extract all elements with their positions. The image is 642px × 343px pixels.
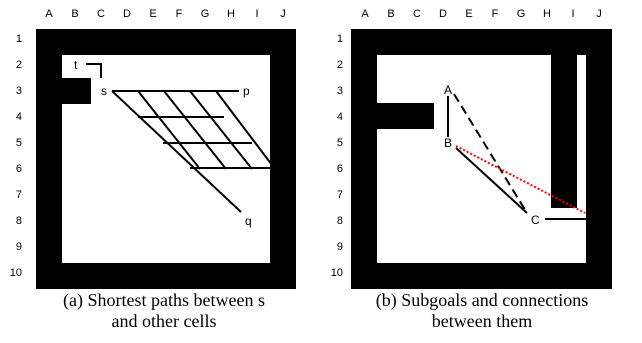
col-label-g: G bbox=[517, 8, 526, 20]
caption-b-line-2: between them bbox=[431, 311, 533, 331]
row-label-5: 5 bbox=[337, 137, 343, 149]
cell-label-t: t bbox=[74, 58, 78, 72]
subgoal-label-b: B bbox=[444, 136, 452, 150]
panel-a-obstacle bbox=[62, 78, 91, 104]
cell-label-p: p bbox=[243, 84, 250, 98]
col-label-d: D bbox=[439, 8, 447, 20]
col-label-e: E bbox=[149, 8, 156, 20]
edge-b-d-dotted bbox=[455, 145, 586, 214]
panel-b-obstacle-left bbox=[377, 103, 434, 129]
caption-a-line-2: and other cells bbox=[111, 311, 217, 331]
col-label-i: I bbox=[571, 8, 574, 20]
col-label-b: B bbox=[387, 8, 394, 20]
panel-b-obstacle-pillar bbox=[551, 55, 577, 208]
row-label-4: 4 bbox=[16, 111, 22, 123]
row-label-6: 6 bbox=[16, 163, 22, 175]
row-label-4: 4 bbox=[337, 111, 343, 123]
edge-b-c bbox=[455, 147, 528, 214]
row-label-9: 9 bbox=[337, 241, 343, 253]
row-label-2: 2 bbox=[337, 59, 343, 71]
row-label-9: 9 bbox=[16, 241, 22, 253]
caption-b: (b) Subgoals and connections between the… bbox=[324, 290, 640, 332]
panel-b: A B C D E F G H I J 1 2 3 4 5 6 7 8 9 10 bbox=[331, 8, 612, 289]
path-lattice-diagonal-2 bbox=[163, 90, 227, 170]
path-lattice-diagonal-3 bbox=[189, 90, 253, 170]
row-label-6: 6 bbox=[337, 163, 343, 175]
row-label-3: 3 bbox=[337, 85, 343, 97]
path-lattice-diagonal-1 bbox=[137, 90, 201, 170]
col-label-c: C bbox=[97, 8, 105, 20]
row-label-10: 10 bbox=[331, 267, 343, 279]
row-label-8: 8 bbox=[16, 215, 22, 227]
col-label-e: E bbox=[465, 8, 472, 20]
caption-a-line-1: (a) Shortest paths between s bbox=[63, 290, 265, 310]
row-label-8: 8 bbox=[337, 215, 343, 227]
path-s-to-q bbox=[111, 90, 242, 213]
row-label-7: 7 bbox=[337, 189, 343, 201]
path-s-to-r bbox=[215, 90, 273, 166]
subgoal-label-d: D bbox=[590, 213, 599, 227]
caption-b-line-1: (b) Subgoals and connections bbox=[375, 290, 589, 310]
panel-a-free-area bbox=[62, 55, 270, 263]
panel-a: A B C D E F G H I J 1 2 3 4 5 6 7 8 9 10 bbox=[10, 8, 296, 289]
col-label-f: F bbox=[492, 8, 499, 20]
col-label-a: A bbox=[45, 8, 53, 20]
col-label-j: J bbox=[596, 8, 602, 20]
panel-b-row-labels: 1 2 3 4 5 6 7 8 9 10 bbox=[331, 33, 343, 279]
caption-a: (a) Shortest paths between s and other c… bbox=[6, 290, 322, 332]
col-label-i: I bbox=[255, 8, 258, 20]
panel-b-column-labels: A B C D E F G H I J bbox=[361, 8, 601, 20]
row-label-5: 5 bbox=[16, 137, 22, 149]
cell-label-q: q bbox=[245, 214, 252, 228]
panel-a-column-labels: A B C D E F G H I J bbox=[45, 8, 285, 20]
subgoal-label-c: C bbox=[531, 213, 540, 227]
path-s-to-t bbox=[86, 63, 102, 78]
cell-label-s: s bbox=[101, 84, 107, 98]
col-label-h: H bbox=[227, 8, 235, 20]
col-label-f: F bbox=[176, 8, 183, 20]
col-label-d: D bbox=[123, 8, 131, 20]
panel-b-connections bbox=[447, 93, 589, 220]
row-label-10: 10 bbox=[10, 267, 22, 279]
row-label-7: 7 bbox=[16, 189, 22, 201]
subgoal-label-a: A bbox=[444, 83, 452, 97]
row-label-2: 2 bbox=[16, 59, 22, 71]
col-label-a: A bbox=[361, 8, 369, 20]
col-label-h: H bbox=[543, 8, 551, 20]
col-label-j: J bbox=[280, 8, 286, 20]
row-label-1: 1 bbox=[16, 33, 22, 45]
panel-a-paths bbox=[86, 63, 273, 213]
panel-a-row-labels: 1 2 3 4 5 6 7 8 9 10 bbox=[10, 33, 22, 279]
row-label-3: 3 bbox=[16, 85, 22, 97]
col-label-b: B bbox=[71, 8, 78, 20]
row-label-1: 1 bbox=[337, 33, 343, 45]
cell-label-r: r bbox=[274, 162, 278, 176]
edge-a-c-dashed bbox=[453, 93, 528, 214]
col-label-g: G bbox=[201, 8, 210, 20]
col-label-c: C bbox=[413, 8, 421, 20]
